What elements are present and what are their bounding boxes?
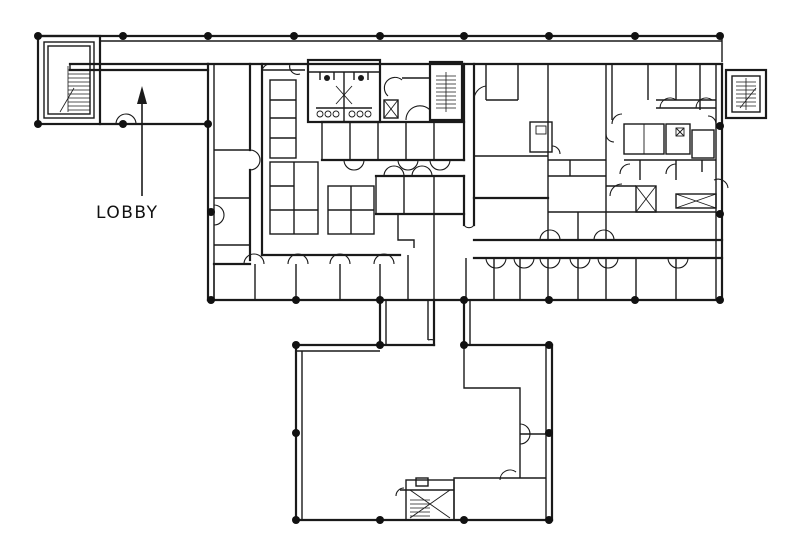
southwest-offices	[212, 253, 409, 300]
center-stair	[402, 60, 464, 122]
south-wing-rooms	[395, 345, 546, 521]
northwest-stair-block	[36, 34, 102, 126]
restroom-core	[306, 58, 403, 124]
connector-bridge	[378, 298, 471, 347]
south-wing-outline	[294, 343, 554, 522]
structural-columns	[34, 32, 724, 524]
lobby-label: LOBBY	[96, 203, 159, 223]
west-zone-rooms	[213, 62, 402, 262]
east-zone-rooms	[465, 64, 729, 300]
northeast-stair-block	[724, 68, 768, 120]
lobby-arrow-head	[137, 86, 147, 104]
lobby-corridor	[68, 62, 210, 126]
lobby-callout: LOBBY	[96, 86, 159, 223]
